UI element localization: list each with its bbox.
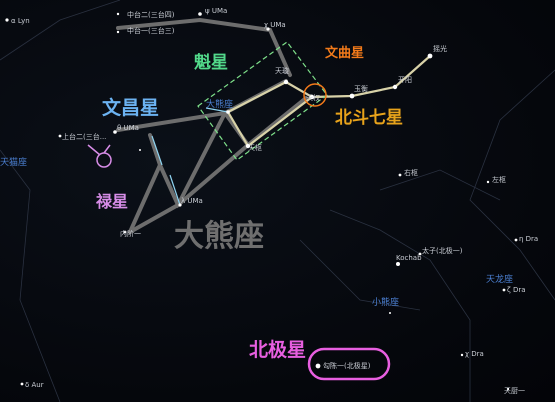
- star-faint-2: [139, 149, 141, 151]
- label-zeta-dra: ζ Dra: [507, 286, 526, 294]
- label-yaoguang: 摇光: [433, 44, 447, 53]
- star-zhongtai-yi: [116, 30, 120, 34]
- star-kochab: [396, 262, 400, 266]
- constellation-names: 天猫座 大熊座 小熊座 天龙座: [0, 98, 513, 308]
- wenqu-circle: [303, 83, 327, 107]
- star-tianquan: [226, 110, 230, 114]
- star-tianji: [309, 94, 315, 100]
- star-zeta-dra: [502, 288, 506, 292]
- star-eta-dra: [514, 238, 518, 242]
- label-zuoshu: 左枢: [492, 175, 506, 184]
- star-yaoguang: [427, 53, 433, 59]
- star-zhongtai-er: [116, 12, 120, 16]
- label-tianxuan: 天璇: [275, 66, 289, 75]
- star-tianchuan: [506, 387, 510, 391]
- label-kochab: Kochab: [396, 254, 422, 262]
- star-tianxuan: [245, 143, 251, 149]
- big-dipper-lines: [226, 54, 432, 148]
- note-daxiongzuo: 大熊座: [174, 219, 264, 254]
- star-delta-aur: [20, 382, 24, 386]
- label-daxiong-small: 大熊座: [206, 98, 233, 110]
- star-chi-dra: [460, 353, 464, 357]
- star-alpha-lyn: [5, 18, 9, 22]
- label-kaiyang: 开阳: [398, 75, 412, 84]
- star-labels: α Lyn 中台二(三台四) 中台一(三台三) ψ UMa χ UMa 天璇 天…: [11, 7, 538, 395]
- label-zhongtai-er: 中台二(三台四): [127, 10, 175, 19]
- star-polaris: [315, 363, 321, 369]
- label-xiaoxiong: 小熊座: [372, 296, 399, 308]
- label-theta-uma: θ UMa: [117, 124, 139, 132]
- label-shangtai: 上台二(三台...: [62, 132, 106, 141]
- star-zuoshu: [486, 180, 490, 184]
- note-wenchangxing: 文昌星: [102, 96, 159, 119]
- star-chi-uma: [266, 27, 270, 31]
- stars: [5, 12, 518, 391]
- lu-connector: [87, 144, 111, 156]
- star-theta-uma: [113, 130, 117, 134]
- star-yuheng: [349, 93, 355, 99]
- label-chi-uma: χ UMa: [264, 21, 286, 29]
- star-faint-1: [389, 312, 391, 314]
- note-luxing: 禄星: [96, 192, 128, 211]
- label-tianquan: 天权: [306, 93, 320, 102]
- note-beidou: 北斗七星: [335, 108, 403, 128]
- label-tianchuan: 天厨一: [504, 387, 525, 395]
- kui-box: [197, 41, 328, 161]
- star-kaiyang: [392, 84, 398, 90]
- note-beijixing: 北极星: [249, 338, 306, 361]
- label-zhongtai-yi: 中台一(三台三): [127, 26, 175, 35]
- star-psi-uma: [198, 12, 202, 16]
- label-polaris: 勾陈一(北极星): [323, 361, 371, 370]
- label-eta-dra: η Dra: [519, 235, 538, 243]
- star-lambda-uma: [178, 203, 182, 207]
- blue-links: [151, 107, 229, 206]
- annotations: 文曲星 魁星 文昌星 北斗七星 禄星 大熊座 北极星: [96, 45, 403, 361]
- label-tianlong: 天龙座: [486, 273, 513, 285]
- label-tianmao: 天猫座: [0, 156, 27, 168]
- polaris-highlight: [307, 347, 391, 381]
- label-delta-aur: δ Aur: [25, 381, 44, 389]
- star-shangtai: [58, 134, 62, 138]
- note-kuixing: 魁星: [194, 52, 228, 73]
- label-tianshu: 天枢: [248, 143, 262, 152]
- star-taizi: [418, 252, 422, 256]
- label-neijie: 内阶一: [120, 229, 141, 238]
- label-taizi: 太子(北极一): [422, 246, 463, 255]
- label-yuheng: 玉衡: [354, 84, 368, 93]
- label-lambda-uma: λ UMa: [181, 197, 203, 205]
- note-wenquxing: 文曲星: [325, 45, 364, 61]
- label-psi-uma: ψ UMa: [205, 7, 227, 15]
- label-youshu: 右枢: [404, 168, 418, 177]
- star-youshu: [398, 173, 402, 177]
- label-alpha-lyn: α Lyn: [11, 17, 30, 25]
- star-tianshu: [283, 79, 289, 85]
- star-neijie: [123, 230, 127, 234]
- label-chi-dra: χ Dra: [465, 350, 484, 358]
